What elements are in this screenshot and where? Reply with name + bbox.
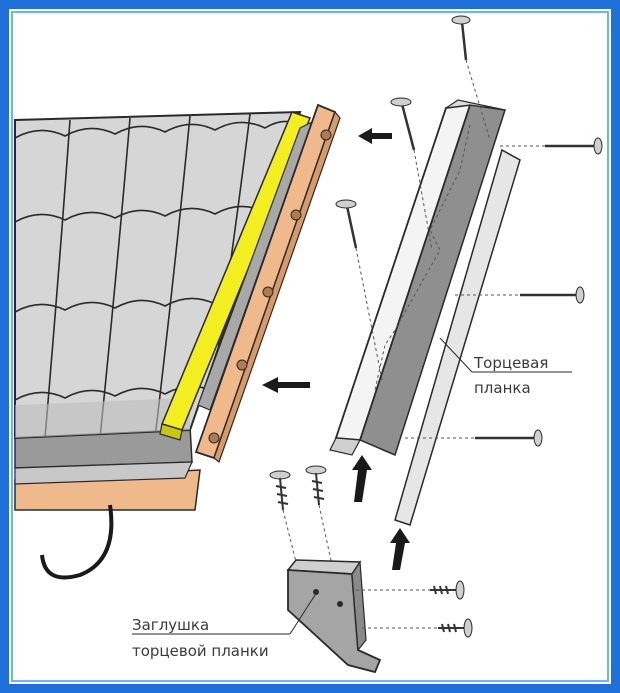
wind-board (194, 103, 341, 463)
cap-screw-upper (356, 580, 465, 600)
direction-arrow-middle (262, 377, 310, 393)
gutter-hook (40, 504, 114, 580)
end-strip-label-line2: планка (474, 379, 531, 397)
screw-left (269, 470, 299, 571)
up-arrow-left (352, 455, 372, 502)
nail-middle-left (335, 199, 383, 381)
nail-upper-left (390, 97, 433, 251)
end-cap-label-line2: торцевой планки (132, 642, 269, 660)
nail-right-upper (500, 137, 603, 155)
nail-top (451, 15, 491, 141)
up-arrow-right (390, 528, 410, 570)
screw-right (305, 465, 333, 566)
end-strip-label-line1: Торцевая (473, 354, 548, 372)
end-cap-label-line1: Заглушка (132, 616, 209, 634)
metal-tile-roof (14, 110, 302, 440)
end-strip (329, 99, 521, 526)
nail-right-middle (455, 286, 585, 304)
cap-screw-lower (362, 618, 473, 638)
nail-right-lower (405, 429, 543, 447)
end-strip-leader (439, 337, 473, 373)
direction-arrow-top (358, 128, 392, 144)
end-cap-leader (289, 594, 316, 635)
